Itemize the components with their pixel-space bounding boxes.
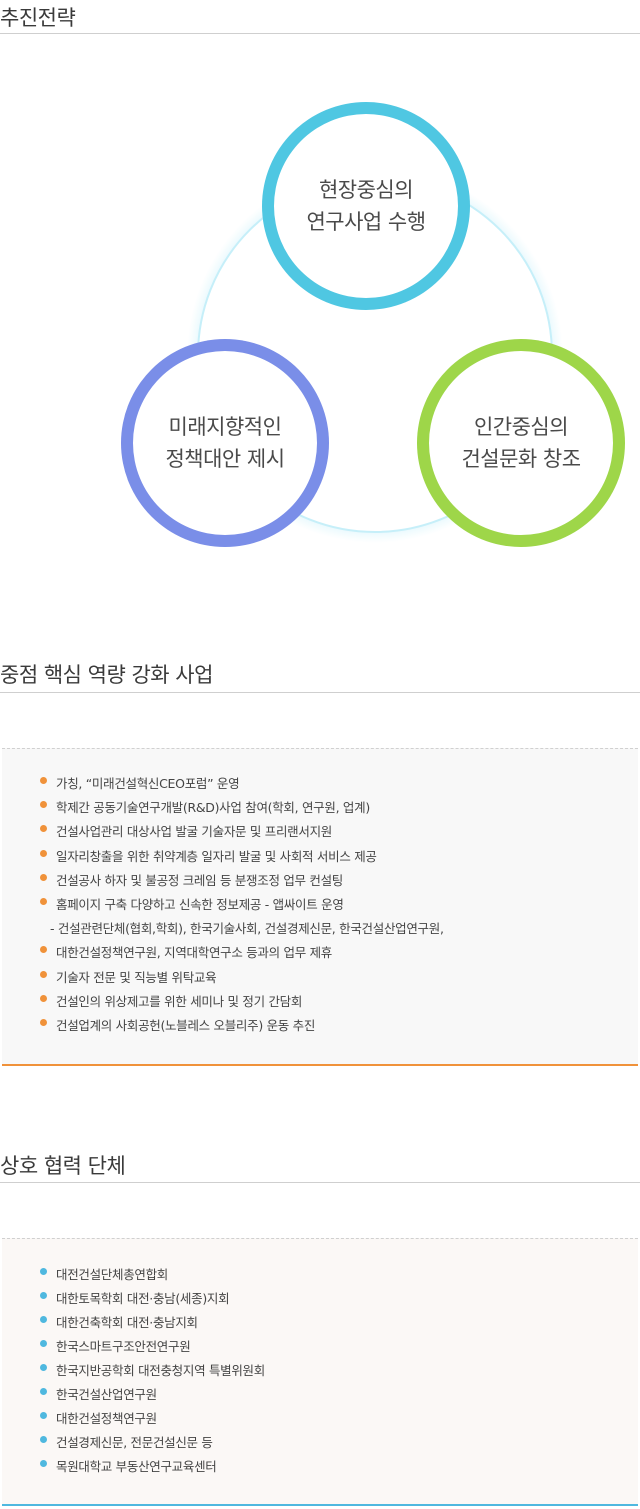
list-item: 한국스마트구조안전연구원 (40, 1336, 191, 1355)
circle-text-line2: 건설문화 창조 (461, 447, 581, 471)
bullet-icon (40, 1340, 47, 1347)
list-item-text: 건설사업관리 대상사업 발굴 기술자문 및 프리랜서지원 (56, 824, 332, 840)
list-item: 건설업계의 사회공헌(노블레스 오블리주) 운동 추진 (40, 1015, 315, 1034)
list-item-text: 한국스마트구조안전연구원 (56, 1339, 191, 1354)
list-item-text: 대한건축학회 대전·충남지회 (56, 1315, 198, 1330)
bullet-icon (40, 777, 47, 784)
list-item: 대한건설정책연구원 (40, 1408, 157, 1427)
circle-text-line1: 인간중심의 (473, 415, 569, 439)
bullet-icon (40, 970, 47, 978)
bullet-icon (40, 1460, 47, 1467)
list-item-text: 홈페이지 구축 다양하고 신속한 정보제공 - 앱싸이트 운영 (56, 897, 344, 912)
bullet-icon (40, 1364, 47, 1371)
list-item: 한국건설산업연구원 (40, 1384, 157, 1403)
diagram-circle-future-policy: 미래지향적인 정책대안 제시 (121, 339, 329, 547)
list-item-text: 대한건설정책연구원, 지역대학연구소 등과의 업무 제휴 (56, 945, 332, 961)
bullet-icon (40, 1019, 47, 1026)
list-item: 건설경제신문, 전문건설신문 등 (40, 1432, 213, 1451)
list-item: 대전건설단체총연합회 (40, 1264, 168, 1283)
list-item: - 건설관련단체(협회,학회), 한국기술사회, 건설경제신문, 한국건설산업연… (40, 918, 444, 937)
list-item-text: 건설인의 위상제고를 위한 세미나 및 정기 간담회 (56, 993, 303, 1009)
bullet-icon (40, 849, 47, 857)
circle-text-line2: 정책대안 제시 (165, 447, 285, 471)
list-item-text: 한국건설산업연구원 (56, 1387, 157, 1402)
list-item: 대한토목학회 대전·충남(세종)지회 (40, 1288, 230, 1307)
section-divider (0, 33, 640, 34)
list-item-text: 학제간 공동기술연구개발(R&D)사업 참여(학회, 연구원, 업계) (56, 800, 370, 816)
bullet-icon (40, 873, 47, 881)
list-item-text: 목원대학교 부동산연구교육센터 (56, 1459, 217, 1474)
bullet-icon (40, 825, 47, 833)
list-item: 건설공사 하자 및 불공정 크레임 등 분쟁조정 업무 컨설팅 (40, 870, 343, 889)
list-item: 대한건설정책연구원, 지역대학연구소 등과의 업무 제휴 (40, 942, 332, 961)
bullet-icon (40, 1292, 47, 1299)
list-item-text: 건설업계의 사회공헌(노블레스 오블리주) 운동 추진 (56, 1018, 316, 1033)
section-divider (0, 1182, 640, 1183)
list-item: 일자리창출을 위한 취약계층 일자리 발굴 및 사회적 서비스 제공 (40, 846, 377, 865)
list-item-text: 가칭, “미래건설혁신CEO포럼” 운영 (56, 776, 240, 791)
list-item: 가칭, “미래건설혁신CEO포럼” 운영 (40, 773, 240, 792)
bullet-icon (40, 946, 47, 954)
list-item: 건설인의 위상제고를 위한 세미나 및 정기 간담회 (40, 991, 302, 1010)
bullet-icon (40, 898, 47, 905)
list-item-text: 대한토목학회 대전·충남(세종)지회 (56, 1291, 230, 1306)
list-item: 기술자 전문 및 직능별 위탁교육 (40, 967, 217, 986)
bullet-icon (40, 1388, 47, 1395)
list-item: 건설사업관리 대상사업 발굴 기술자문 및 프리랜서지원 (40, 821, 332, 840)
list-item-text: 건설공사 하자 및 불공정 크레임 등 분쟁조정 업무 컨설팅 (56, 872, 343, 888)
diagram-circle-human-culture: 인간중심의 건설문화 창조 (417, 339, 625, 547)
strategy-diagram: 현장중심의 연구사업 수행 미래지향적인 정책대안 제시 인간중심의 건설문화 … (0, 0, 640, 600)
section-title-strategy: 추진전략 (0, 6, 76, 30)
list-item-text: 일자리창출을 위한 취약계층 일자리 발굴 및 사회적 서비스 제공 (56, 848, 377, 864)
panel-bottom-line (2, 1504, 638, 1506)
list-item: 한국지반공학회 대전충청지역 특별위원회 (40, 1360, 265, 1379)
diagram-circle-field-research: 현장중심의 연구사업 수행 (262, 102, 470, 310)
list-item-text: - 건설관련단체(협회,학회), 한국기술사회, 건설경제신문, 한국건설산업연… (50, 921, 444, 937)
circle-text-line1: 미래지향적인 (168, 415, 282, 439)
bullet-icon (40, 1316, 47, 1323)
list-item: 학제간 공동기술연구개발(R&D)사업 참여(학회, 연구원, 업계) (40, 797, 370, 816)
list-item: 목원대학교 부동산연구교육센터 (40, 1456, 217, 1475)
section-title-partners: 상호 협력 단체 (0, 1154, 126, 1178)
list-item: 대한건축학회 대전·충남지회 (40, 1312, 198, 1331)
list-item: 홈페이지 구축 다양하고 신속한 정보제공 - 앱싸이트 운영 (40, 894, 344, 913)
bullet-icon (40, 801, 47, 809)
bullet-icon (40, 1436, 47, 1443)
list-item-text: 한국지반공학회 대전충청지역 특별위원회 (56, 1363, 265, 1378)
list-item-text: 건설경제신문, 전문건설신문 등 (56, 1435, 213, 1450)
panel-bottom-line (2, 1064, 638, 1066)
bullet-icon (40, 994, 47, 1002)
list-item-text: 대한건설정책연구원 (56, 1411, 157, 1426)
section-divider (0, 692, 640, 693)
bullet-icon (40, 1412, 47, 1419)
circle-text-line1: 현장중심의 (318, 178, 414, 202)
section-title-core: 중점 핵심 역량 강화 사업 (0, 663, 213, 687)
list-item-text: 대전건설단체총연합회 (56, 1267, 169, 1282)
bullet-icon (40, 1268, 47, 1275)
circle-text-line2: 연구사업 수행 (306, 210, 426, 234)
list-item-text: 기술자 전문 및 직능별 위탁교육 (56, 969, 217, 985)
